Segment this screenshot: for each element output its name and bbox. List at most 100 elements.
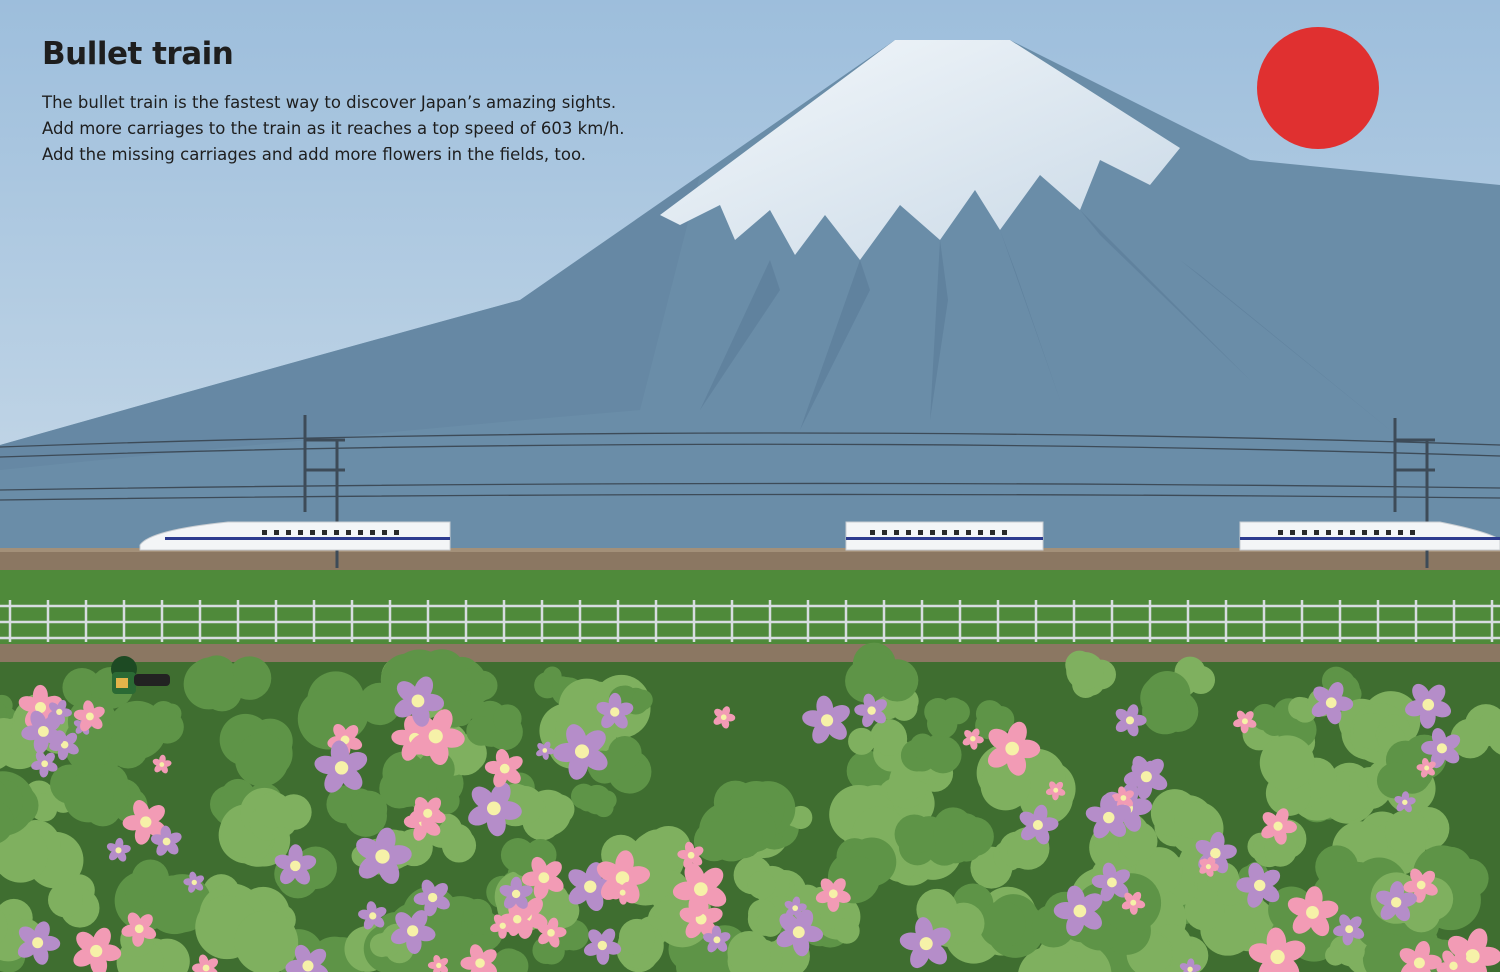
bush	[1140, 670, 1199, 735]
flower	[390, 910, 436, 954]
bush	[848, 719, 911, 772]
flower	[1311, 682, 1354, 725]
bullet-train-middle	[845, 521, 1044, 551]
bush	[952, 883, 1045, 958]
flower	[1399, 941, 1442, 972]
bush	[297, 671, 401, 750]
flower	[121, 912, 157, 947]
flower	[152, 754, 172, 774]
flower	[484, 749, 523, 788]
flower	[596, 692, 634, 729]
flower	[356, 827, 412, 884]
bush	[453, 668, 498, 703]
flower	[192, 954, 219, 972]
flower	[703, 925, 731, 953]
body-line-1: The bullet train is the fastest way to d…	[42, 93, 617, 112]
flower	[1233, 710, 1257, 734]
flower	[776, 909, 824, 957]
bush	[1312, 860, 1393, 934]
body-line-3: Add the missing carriages and add more f…	[42, 145, 586, 164]
flower	[1045, 781, 1066, 801]
bush	[326, 785, 388, 837]
flower	[394, 676, 445, 727]
overhead-wires	[0, 432, 1500, 501]
flower	[611, 881, 635, 905]
grass-strip	[0, 570, 1500, 645]
bush	[845, 642, 919, 703]
flower	[1085, 794, 1132, 839]
flower	[1403, 868, 1438, 903]
flower	[815, 878, 851, 912]
flower	[1447, 928, 1500, 972]
dirt-path	[0, 644, 1500, 662]
bush	[693, 802, 777, 862]
red-sun	[1257, 27, 1379, 149]
flower	[521, 856, 564, 900]
page-text-block: Bullet train The bullet train is the fas…	[42, 36, 742, 168]
flower	[1091, 862, 1130, 902]
bush	[1150, 789, 1224, 856]
flower	[1248, 927, 1306, 972]
bush	[47, 874, 100, 928]
mount-fuji	[0, 40, 1500, 560]
flower	[499, 876, 533, 909]
bush	[894, 814, 974, 866]
track-bed	[0, 548, 1500, 570]
flower	[1376, 881, 1417, 922]
bush	[219, 713, 293, 787]
flower	[1261, 808, 1297, 845]
flower	[73, 700, 105, 732]
flower	[987, 721, 1041, 776]
flower	[553, 724, 608, 780]
bush	[249, 791, 312, 841]
flower	[1287, 886, 1339, 937]
bush	[570, 783, 617, 818]
flower	[1416, 757, 1436, 778]
bullet-train-front	[139, 521, 451, 551]
flower	[1199, 856, 1219, 877]
page-title: Bullet train	[42, 36, 234, 72]
flower	[1394, 791, 1416, 813]
flower	[537, 917, 567, 948]
bush	[195, 883, 299, 972]
flower	[962, 728, 984, 750]
flowers	[17, 676, 1500, 972]
flower	[314, 740, 368, 793]
flower	[899, 917, 951, 969]
flower	[73, 927, 122, 972]
bush	[900, 733, 962, 774]
bullet-train-rear	[1239, 521, 1500, 551]
flower	[1236, 862, 1281, 908]
bush	[616, 916, 668, 972]
flower	[427, 954, 449, 972]
flower	[17, 921, 61, 965]
bush	[461, 898, 495, 936]
bush	[183, 655, 272, 712]
flower	[150, 825, 182, 856]
flower	[106, 837, 131, 862]
flower	[1436, 950, 1470, 972]
flower	[468, 782, 522, 837]
bush	[970, 827, 1050, 889]
flower	[1115, 704, 1147, 737]
bush	[148, 700, 184, 744]
body-line-2: Add more carriages to the train as it re…	[42, 119, 625, 138]
flower	[1053, 885, 1103, 937]
bush	[0, 820, 84, 889]
flower	[358, 901, 387, 930]
flower	[490, 914, 516, 939]
flower	[536, 741, 555, 760]
flower	[31, 751, 58, 778]
flower	[413, 879, 450, 917]
bush	[466, 700, 523, 751]
fence	[0, 600, 1500, 642]
flower	[713, 706, 736, 729]
flower	[47, 699, 72, 725]
bush	[1450, 704, 1500, 759]
flower	[21, 710, 64, 754]
bush	[1259, 735, 1337, 816]
flower	[1405, 683, 1452, 729]
flower	[1121, 891, 1146, 915]
flower	[1421, 728, 1461, 769]
photographer	[111, 656, 170, 694]
